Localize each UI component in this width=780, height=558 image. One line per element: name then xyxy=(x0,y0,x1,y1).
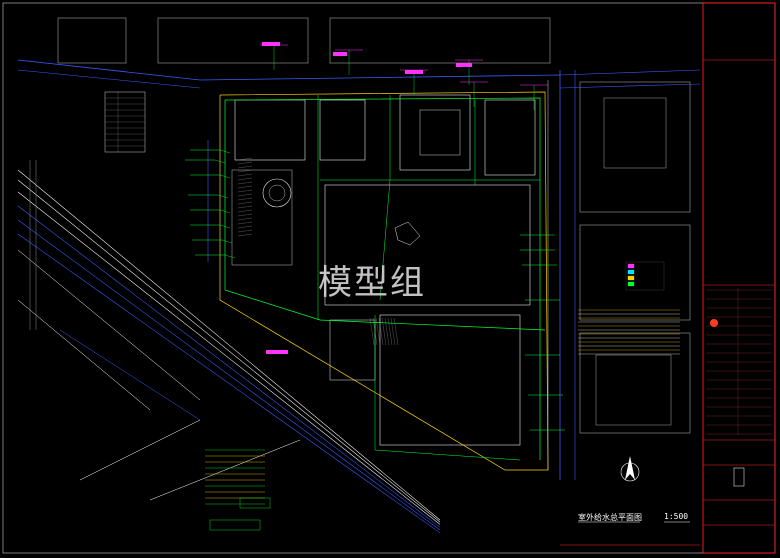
diagonal-road xyxy=(149,439,301,501)
round-plaza xyxy=(268,184,286,202)
diagonal-road xyxy=(17,219,441,531)
block-outline xyxy=(579,81,691,213)
hatch xyxy=(237,213,253,217)
company-logo xyxy=(710,319,718,327)
callout-leader xyxy=(221,239,233,244)
hatch xyxy=(237,193,253,197)
callout-tag xyxy=(456,63,472,67)
block-outline xyxy=(157,17,309,64)
hatch xyxy=(237,181,253,185)
road-line xyxy=(559,69,701,76)
note-box xyxy=(239,497,271,509)
building xyxy=(329,319,376,381)
road-line xyxy=(559,83,701,89)
hatch xyxy=(237,217,253,221)
callout-leader xyxy=(217,194,229,199)
hatch xyxy=(237,205,253,209)
diagonal-road xyxy=(17,299,151,411)
road-line xyxy=(17,59,201,81)
hatch xyxy=(390,317,396,346)
diagonal-road xyxy=(59,329,201,421)
road-line xyxy=(17,69,201,89)
diagonal-road xyxy=(17,249,201,401)
building xyxy=(399,94,471,171)
callout-leader xyxy=(219,224,231,229)
hatch-strip xyxy=(240,180,252,220)
hatch xyxy=(237,197,253,201)
podium-building xyxy=(324,184,531,306)
diagonal-road xyxy=(17,179,441,523)
hatch xyxy=(237,185,253,189)
diagonal-road xyxy=(17,191,441,525)
callout-leader xyxy=(219,149,231,154)
hatch xyxy=(237,209,253,213)
callout-leader xyxy=(219,174,231,179)
legend-swatch xyxy=(627,275,635,281)
landscape-shape xyxy=(394,221,421,246)
hatch xyxy=(237,165,253,169)
building xyxy=(234,99,306,161)
diagonal-road xyxy=(17,233,441,534)
building xyxy=(379,314,521,446)
hatch xyxy=(237,157,253,161)
title-block-frame xyxy=(702,2,776,554)
round-plaza xyxy=(262,178,292,208)
hatch xyxy=(237,201,253,205)
water-main xyxy=(224,97,541,460)
hatch xyxy=(237,169,253,173)
hatch xyxy=(387,317,393,346)
callout-tag xyxy=(262,42,280,46)
callout-tag xyxy=(333,52,347,56)
hatch xyxy=(393,317,399,346)
block-outline xyxy=(603,97,667,169)
diagonal-road xyxy=(79,419,201,481)
callout-tag xyxy=(405,70,423,74)
legend-swatch xyxy=(627,263,635,269)
hatch xyxy=(237,233,253,237)
note-box xyxy=(209,519,261,531)
hatch xyxy=(378,317,384,346)
block-outline xyxy=(57,17,127,64)
hatch xyxy=(381,317,387,346)
seal-mark xyxy=(733,467,745,487)
hatch xyxy=(237,173,253,177)
legend-swatch xyxy=(627,269,635,275)
legend-swatch-group xyxy=(625,261,665,291)
diagonal-road xyxy=(17,205,441,528)
diagonal-road xyxy=(17,169,441,521)
building-core xyxy=(419,109,461,156)
block-outline xyxy=(595,354,672,426)
building xyxy=(319,99,366,161)
drawing-title: 室外给水总平面图 xyxy=(578,513,642,522)
road-line xyxy=(199,74,561,81)
callout-leader xyxy=(214,159,226,164)
drawing-scale: 1:500 xyxy=(664,512,689,521)
water-branch xyxy=(374,315,521,461)
water-main xyxy=(224,100,546,331)
building xyxy=(484,99,536,176)
hatch xyxy=(237,189,253,193)
hatch xyxy=(237,221,253,225)
watermark: 模型组 xyxy=(318,263,426,303)
hatch xyxy=(237,177,253,181)
hatch xyxy=(384,317,390,346)
north-arrow-shape xyxy=(625,456,635,480)
hatch xyxy=(237,225,253,229)
site-boundary xyxy=(219,91,549,471)
block-outline xyxy=(579,224,691,321)
building xyxy=(231,169,293,266)
north-arrow-ring xyxy=(620,462,640,482)
hatch xyxy=(375,317,381,346)
callout-tag xyxy=(266,350,288,354)
callout-leader xyxy=(224,254,236,259)
block-outline xyxy=(579,332,691,434)
hatch xyxy=(237,161,253,165)
callout-leader xyxy=(219,209,231,214)
legend-swatch xyxy=(627,281,635,287)
block-outline xyxy=(329,17,551,64)
hatch xyxy=(237,229,253,233)
north-arrow-icon xyxy=(620,456,640,482)
